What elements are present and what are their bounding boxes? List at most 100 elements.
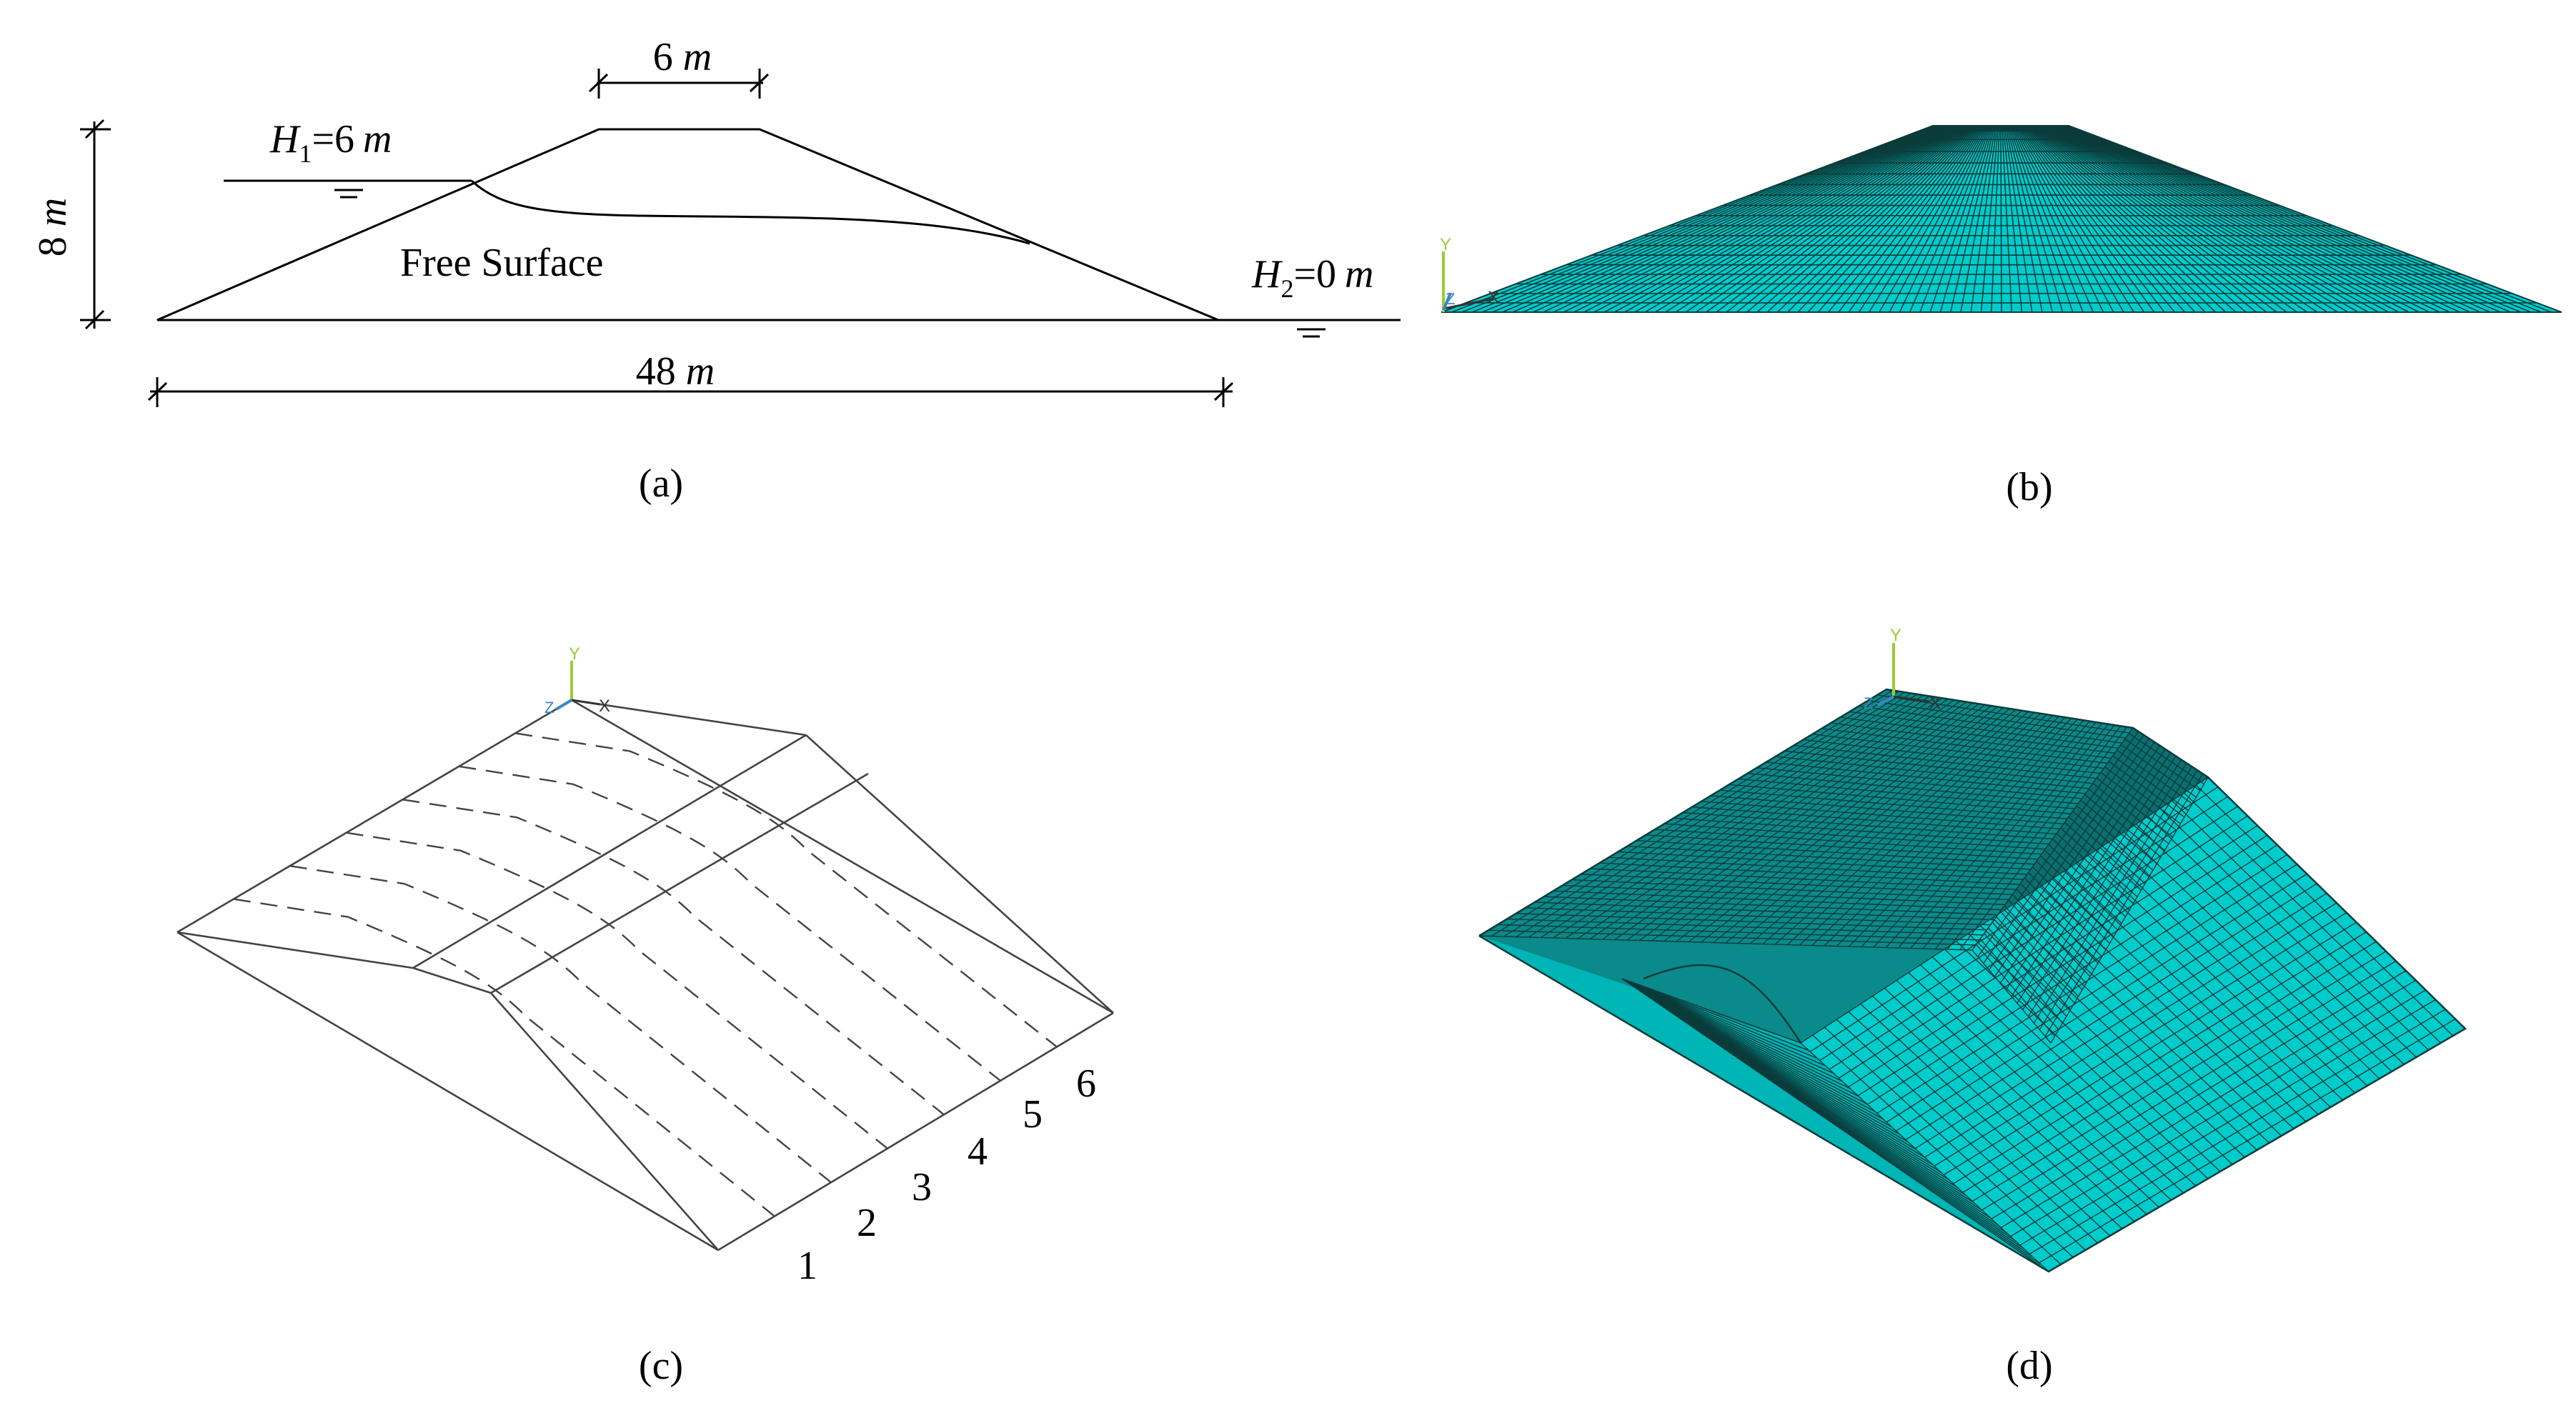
mesh-b-col-line: [1695, 126, 1964, 312]
mesh-d-line: [1848, 718, 2072, 947]
mesh-d-line: [1651, 702, 1974, 942]
mesh-d-line: [1621, 978, 1843, 1082]
mesh-d-line: [1676, 704, 1986, 942]
mesh-d-line: [1922, 724, 2109, 949]
mesh-b-col-line: [1553, 126, 1947, 312]
mesh-b-col-line: [1929, 126, 1993, 312]
mesh-d-line: [1824, 716, 2059, 947]
mesh-d-line: [1979, 938, 2059, 1030]
mesh-b-col-line: [1746, 126, 1971, 312]
mesh-d-line: [2112, 755, 2189, 812]
mesh-b-col-line: [2066, 126, 2542, 312]
mesh-d-line: [2036, 861, 2114, 937]
mesh-d-line: [1910, 722, 2103, 949]
downstream-water-symbol: [1297, 328, 1326, 338]
mesh-d-line: [1528, 692, 1911, 938]
mesh-b-col-line: [1706, 126, 1966, 312]
mesh-b-col-line: [1512, 126, 1942, 312]
mesh-d-line: [1873, 719, 2084, 948]
mesh-d-line: [1737, 709, 2016, 944]
section-label-5: 5: [1023, 1092, 1043, 1137]
mesh-b-col-line: [2002, 126, 2023, 312]
mesh-d-line: [2092, 783, 2169, 844]
top-width-dimension: [588, 69, 770, 99]
mesh-b-col-line: [2012, 126, 2104, 312]
phreatic-section-line: [233, 898, 775, 1217]
mesh-d-line: [1924, 902, 2337, 1158]
mesh-d-line: [1762, 711, 2029, 945]
mesh-b-col-line: [1644, 126, 1958, 312]
mesh-d-line: [1503, 691, 1899, 937]
panel-d: Y Z X (d): [1478, 626, 2467, 1388]
panel-b: Y Z X (b): [1440, 125, 2562, 509]
mesh-d-line: [1905, 883, 2317, 1140]
mesh-b-col-line: [1879, 126, 1986, 312]
mesh-d-line: [2016, 888, 2095, 971]
section-label-6: 6: [1076, 1062, 1096, 1106]
caption-d: (d): [2006, 1344, 2052, 1388]
mesh-b-col-line: [1919, 126, 1991, 312]
mesh-d-line: [1959, 727, 2127, 950]
mesh-d-line: [2120, 744, 2197, 798]
mesh-d-line: [1914, 892, 2327, 1149]
mesh-d-line: [1836, 717, 2066, 947]
axis-c-x: [571, 699, 601, 706]
mesh-b-col-line: [2051, 126, 2420, 312]
mesh-b-col-line: [2001, 126, 2013, 312]
mesh-d-line: [1953, 932, 2367, 1184]
mesh-d-line: [1725, 708, 2010, 944]
mesh-d-line: [1621, 978, 2049, 1272]
mesh-b-col-line: [2029, 126, 2237, 312]
mesh-b-col-line: [2047, 126, 2389, 312]
mesh-d-line: [1943, 922, 2357, 1176]
mesh-d-crest-grid: [1971, 727, 2209, 1044]
mesh-d-grid: [1478, 689, 2465, 1272]
mesh-d-line: [1516, 691, 1906, 938]
mesh-d-line: [1934, 912, 2347, 1167]
mesh-b-col-line: [1593, 126, 1952, 312]
caption-b: (b): [2006, 465, 2052, 509]
mesh-d-line: [1589, 697, 1943, 940]
mesh-b-col-line: [2006, 126, 2054, 312]
mesh-b-col-line: [1838, 126, 1981, 312]
mesh-b-col-line: [1766, 126, 1973, 312]
mesh-b-col-line: [1502, 126, 1941, 312]
mesh-b-col-line: [2007, 126, 2064, 312]
mesh-d-line: [1614, 699, 1955, 941]
mesh-d-line: [2019, 999, 2436, 1246]
mesh-d-front-grid: [1621, 978, 2049, 1272]
mesh-d-line: [2060, 827, 2138, 897]
mesh-b-col-line: [1960, 126, 1996, 312]
mesh-d-line: [1984, 933, 2064, 1024]
axis-triad-d: Y Z X: [1864, 626, 1941, 713]
mesh-d-line: [2096, 777, 2173, 838]
mesh-d-line: [1867, 844, 2278, 1105]
base-width-label: 48 m: [636, 349, 715, 394]
mesh-d-line: [1553, 694, 1924, 939]
mesh-b-col-line: [1756, 126, 1972, 312]
mesh-b-col-line: [1675, 126, 1962, 312]
mesh-d-line: [2080, 799, 2157, 864]
mesh-d-line: [1857, 834, 2268, 1097]
mesh-b-col-line: [1990, 126, 2001, 312]
mesh-d-line: [2100, 772, 2177, 831]
mesh-b-col-line: [1563, 126, 1949, 312]
mesh-b-col-line: [1858, 126, 1984, 312]
mesh-b-col-line: [1451, 126, 1935, 312]
mesh-d-line: [1786, 713, 2042, 946]
axis-c-x-label: X: [599, 696, 610, 716]
mesh-d-line: [1991, 970, 2407, 1219]
mesh-d-line: [1976, 944, 2056, 1037]
mesh-b-col-line: [2020, 126, 2165, 312]
mesh-b-col-line: [2061, 126, 2501, 312]
mesh-b-col-line: [2037, 126, 2308, 312]
mesh-b-col-line: [2058, 126, 2481, 312]
mesh-d-line: [1621, 978, 1809, 1052]
mesh-b-col-line: [1471, 126, 1937, 312]
base-width-dimension: [147, 377, 1234, 407]
mesh-b-col-line: [2011, 126, 2094, 312]
mesh-b-col-line: [1848, 126, 1983, 312]
mesh-b-col-line: [2068, 126, 2562, 312]
